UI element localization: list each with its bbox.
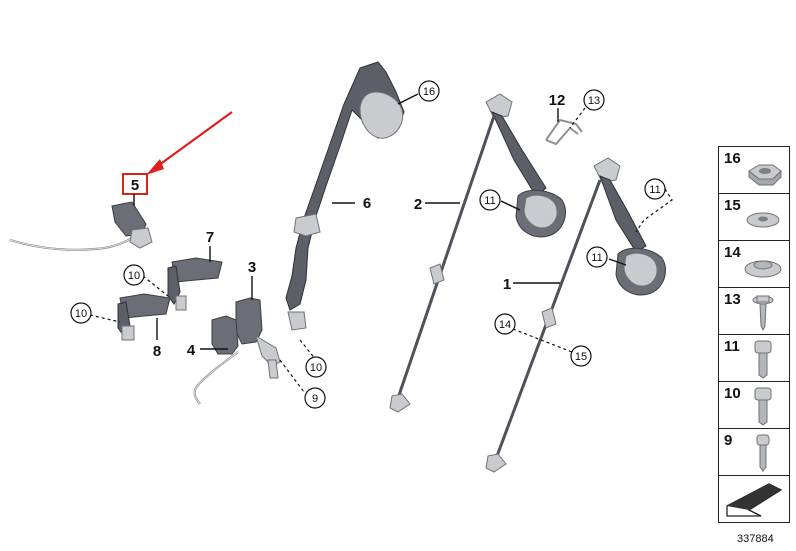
legend-item-9[interactable]: 9: [718, 428, 790, 476]
svg-text:10: 10: [128, 270, 140, 282]
callout-circle-10-b: 10: [70, 302, 92, 324]
part-3-buckle[interactable]: [235, 297, 281, 379]
part-2-seat-belt[interactable]: [389, 93, 566, 413]
svg-text:10: 10: [310, 362, 322, 374]
torx-bolt-icon: [754, 340, 772, 379]
callout-circle-10-a: 10: [123, 264, 145, 286]
diagram-reference-number: 337884: [737, 533, 774, 545]
legend-item-10[interactable]: 10: [718, 381, 790, 429]
callout-circle-14: 14: [494, 313, 516, 335]
callout-6: 6: [363, 195, 371, 212]
svg-text:16: 16: [423, 86, 435, 98]
legend-label: 9: [724, 432, 733, 449]
callout-2: 2: [414, 196, 422, 213]
legend-item-11[interactable]: 11: [718, 334, 790, 382]
hex-nut-icon: [748, 164, 782, 186]
part-5-buckle-with-cable[interactable]: [9, 201, 153, 251]
callout-5: 5: [131, 177, 139, 194]
svg-text:11: 11: [484, 195, 495, 207]
callout-1: 1: [503, 276, 511, 293]
callout-12: 12: [549, 92, 566, 109]
callout-circle-9: 9: [304, 387, 326, 409]
callout-7: 7: [206, 229, 214, 246]
callout-8: 8: [153, 343, 161, 360]
legend-label: 11: [724, 338, 740, 355]
callout-3: 3: [248, 259, 256, 276]
legend-label: 16: [724, 150, 741, 167]
spring-washer-icon: [744, 260, 782, 278]
legend-item-15[interactable]: 15: [718, 193, 790, 241]
callout-circle-15: 15: [570, 345, 592, 367]
arrow-symbol-icon: [726, 483, 783, 517]
legend-label: 13: [724, 291, 741, 308]
legend-item-diagram-symbol[interactable]: [718, 475, 790, 523]
part-6-shoulder-belt[interactable]: [285, 61, 405, 331]
legend-label: 10: [724, 385, 741, 402]
callout-circle-10-c: 10: [305, 356, 327, 378]
part-12-clip[interactable]: [545, 118, 583, 146]
callout-circle-11-b: 11: [644, 178, 666, 200]
callout-4: 4: [187, 342, 196, 359]
svg-text:11: 11: [591, 252, 602, 264]
svg-text:13: 13: [588, 95, 600, 107]
highlight-arrow: [146, 111, 233, 175]
svg-text:15: 15: [575, 351, 587, 363]
torx-bolt-icon: [754, 387, 772, 426]
svg-text:11: 11: [649, 184, 660, 196]
svg-text:14: 14: [499, 319, 511, 331]
legend-item-13[interactable]: 13: [718, 287, 790, 335]
legend-item-16[interactable]: 16: [718, 146, 790, 194]
svg-text:9: 9: [312, 393, 318, 405]
callout-circle-11-a: 11: [479, 189, 501, 211]
callout-circle-13: 13: [583, 89, 605, 111]
legend-label: 15: [724, 197, 741, 214]
part-7-buckle[interactable]: [167, 257, 223, 311]
part-1-seat-belt[interactable]: [485, 157, 666, 473]
legend-label: 14: [724, 244, 741, 261]
flange-screw-icon: [752, 295, 774, 332]
part-4-buckle-with-cable[interactable]: [193, 315, 239, 405]
legend-item-14[interactable]: 14: [718, 240, 790, 288]
fastener-legend: 16 15 14 13 11 1: [718, 146, 790, 523]
highlight-box-part-5: [122, 173, 148, 195]
torx-screw-icon: [756, 434, 770, 472]
svg-text:10: 10: [75, 308, 87, 320]
part-8-buckle[interactable]: [117, 293, 171, 341]
callout-circle-16: 16: [418, 80, 440, 102]
washer-icon: [746, 212, 780, 228]
callout-circle-11-c: 11: [586, 246, 608, 268]
